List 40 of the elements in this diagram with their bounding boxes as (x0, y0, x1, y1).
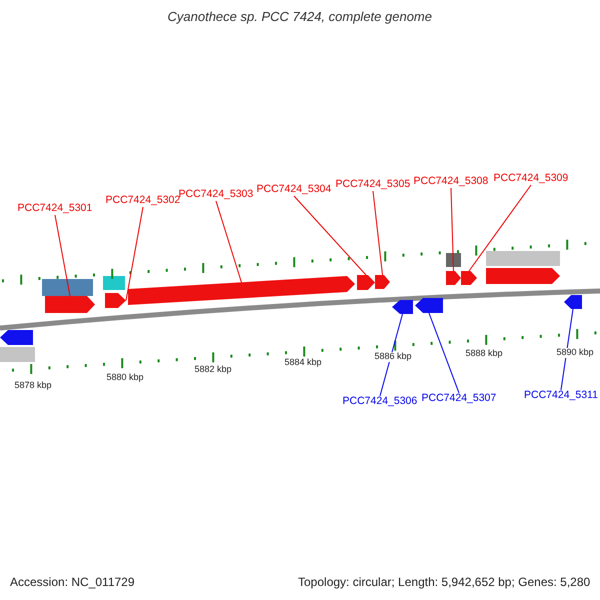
gene-label: PCC7424_5307 (422, 393, 496, 405)
scale-label: 5880 kbp (106, 373, 145, 383)
gene-label: PCC7424_5308 (414, 176, 488, 188)
leader-line (54, 214, 70, 296)
gene-feature (415, 298, 443, 313)
gene-label: PCC7424_5303 (178, 189, 254, 201)
gene-label: PCC7424_5306 (342, 396, 418, 408)
leader-line (428, 312, 460, 394)
scale-label: 5890 kbp (556, 348, 595, 358)
leader-line (126, 206, 144, 301)
scale-label: 5886 kbp (374, 352, 413, 362)
scale-label: 5878 kbp (14, 381, 53, 391)
gene-feature (564, 295, 582, 309)
title: Cyanothece sp. PCC 7424, complete genome (168, 10, 432, 24)
gene-feature (446, 271, 461, 285)
leader-line (216, 200, 242, 283)
gene-label: PCC7424_5311 (524, 390, 598, 402)
gene-feature (105, 293, 126, 308)
gene-label: PCC7424_5301 (18, 203, 92, 215)
gene-feature (392, 300, 413, 314)
scale-label: 5882 kbp (194, 365, 233, 375)
leader-line (560, 308, 574, 390)
gene-feature (357, 275, 375, 290)
leader-line (450, 188, 454, 272)
scale-label: 5884 kbp (284, 358, 323, 368)
accession-text: Accession: NC_011729 (10, 576, 135, 589)
leader-line (294, 196, 366, 276)
gene-label: PCC7424_5305 (336, 179, 410, 191)
gene-feature (461, 271, 477, 285)
leader-line (372, 190, 383, 276)
gene-feature (128, 276, 355, 305)
leader-line (380, 314, 403, 396)
gene-label: PCC7424_5309 (494, 173, 568, 185)
gene-label: PCC7424_5302 (106, 195, 180, 207)
leader-line (468, 184, 532, 272)
gene-feature (45, 296, 95, 313)
scale-label: 5888 kbp (464, 349, 504, 359)
summary-text: Topology: circular; Length: 5,942,652 bp; Genes: 5,280 (298, 576, 590, 589)
gene-label: PCC7424_5304 (256, 184, 332, 196)
gene-feature (375, 275, 390, 289)
